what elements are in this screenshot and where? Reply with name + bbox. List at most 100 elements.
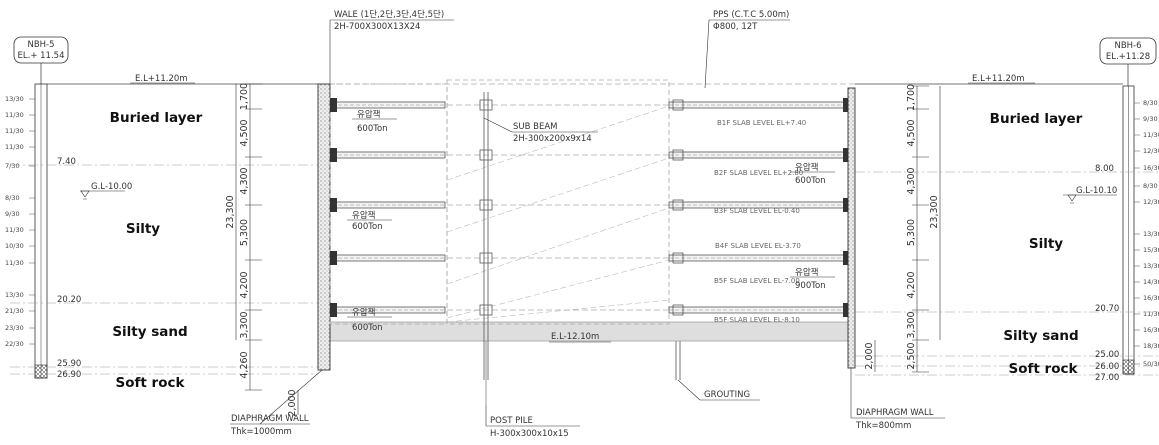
excavation-level-label: E.L-12.10m — [551, 332, 599, 342]
spt-left-value: 10/30 — [5, 242, 24, 250]
slab-level-label: B2F SLAB LEVEL EL+2.80 — [714, 169, 803, 177]
spt-left-value: 7/30 — [5, 162, 20, 170]
diaphragm-wall-right — [847, 87, 856, 369]
jack-name: 유압잭 — [357, 109, 380, 120]
post-connection — [479, 149, 493, 161]
wale-block-right — [843, 198, 848, 212]
dim-left-embed: 2,000 — [287, 389, 298, 416]
dim-right-label: 2,500 — [906, 342, 917, 369]
dim-right-label: 4,300 — [906, 167, 917, 194]
dim-left-label: 4,260 — [239, 351, 250, 378]
post-connection — [479, 252, 493, 264]
slab-level-label: B4F SLAB LEVEL EL-3.70 — [715, 242, 801, 250]
depth-left-1: 7.40 — [57, 157, 76, 167]
dimension-lines: 1,700 4,500 4,300 5,300 4,200 3,300 4,260 23,30… — [225, 83, 941, 417]
soil-right-silty-sand: Silty sand — [1003, 328, 1078, 344]
soil-left-buried-layer: Buried layer — [110, 110, 203, 126]
post-connection — [672, 149, 684, 161]
spt-right-value: 16/30 — [1143, 294, 1159, 302]
depth-right-1: 8.00 — [1095, 164, 1114, 174]
spt-right-value: 15/30 — [1143, 246, 1159, 254]
callout-diaphragm-wall-right: DIAPHRAGM WALL Thk=800mm — [850, 368, 945, 431]
spt-left-value: 11/30 — [5, 143, 24, 151]
wale-block-left — [330, 98, 337, 112]
post-connection — [479, 99, 493, 111]
post-connection — [479, 304, 493, 316]
dim-right-label: 3,300 — [906, 311, 917, 338]
soil-right-soft-rock: Soft rock — [1009, 361, 1079, 377]
layer-boundaries — [10, 164, 1159, 376]
spt-right-value: 50/30 — [1143, 360, 1159, 368]
wale-struts — [330, 98, 848, 317]
dim-left-label: 4,300 — [239, 167, 250, 194]
ground-level-left: E.L+11.20m — [135, 74, 188, 84]
groundwater-right-label: G.L-10.10 — [1076, 186, 1117, 196]
wale-block-left — [330, 251, 337, 265]
spt-left-value: 22/30 — [5, 340, 24, 348]
spt-left-value: 13/30 — [5, 95, 24, 103]
dim-left-label: 4,500 — [239, 119, 250, 146]
wale-block-left — [330, 198, 337, 212]
slab-level-label: B1F SLAB LEVEL EL+7.40 — [717, 119, 806, 127]
spt-values-right: 8/309/3011/3012/3016/308/3012/3013/3015/… — [1134, 99, 1159, 368]
spt-right-value: 16/30 — [1143, 164, 1159, 172]
wale-block-right — [843, 303, 848, 317]
borehole-left-elevation: EL.+ 11.54 — [18, 51, 65, 61]
wale-block-left — [330, 148, 337, 162]
depth-left-3: 25.90 — [57, 359, 81, 369]
spt-right-value: 12/30 — [1143, 198, 1159, 206]
post-pile — [483, 92, 681, 405]
wale-block-right — [843, 148, 848, 162]
soil-left-silty: Silty — [126, 221, 160, 237]
spt-left-value: 11/30 — [5, 127, 24, 135]
spt-right-value: 14/30 — [1143, 278, 1159, 286]
dim-right-label: 5,300 — [906, 219, 917, 246]
borehole-right: NBH-6 EL.+11.28 — [1099, 37, 1157, 375]
dim-left-total: 23,300 — [225, 195, 236, 228]
callout-post-pile: POST PILE H-300x300x10x15 — [485, 405, 580, 439]
callout-pps: PPS (C.T.C 5.00m) Φ800, 12T — [704, 10, 790, 89]
wale-block-right — [843, 98, 848, 112]
slab-level-label: B5F SLAB LEVEL EL-7.00 — [714, 277, 800, 285]
slab-level-label: B5F SLAB LEVEL EL-8.10 — [714, 316, 800, 324]
post-pile-spec: H-300x300x10x15 — [490, 429, 569, 439]
jack-labels: 유압잭600Ton유압잭600Ton유압잭600Ton유압잭600Ton유압잭9… — [347, 109, 835, 333]
spt-left-value: 8/30 — [5, 194, 20, 202]
spt-values-left: 13/3011/3011/3011/307/308/309/3011/3010/… — [5, 95, 35, 348]
spt-right-value: 9/30 — [1143, 115, 1158, 123]
jack-name: 유압잭 — [352, 210, 375, 221]
borehole-right-name: NBH-6 — [1114, 41, 1141, 51]
jack-name: 유압잭 — [795, 162, 818, 173]
soil-left-silty-sand: Silty sand — [112, 324, 187, 340]
post-connection — [672, 99, 684, 111]
callout-sub-beam: SUB BEAM 2H-300x200x9x14 — [483, 117, 598, 144]
dim-left-label: 4,200 — [239, 271, 250, 298]
diaphragm-wall-left — [317, 83, 331, 371]
groundwater-right: G.L-10.10 — [1063, 186, 1117, 204]
spt-right-value: 11/30 — [1143, 131, 1159, 139]
spt-left-value: 23/30 — [5, 324, 24, 332]
dim-left-label: 1,700 — [239, 83, 250, 110]
sub-beam-title: SUB BEAM — [513, 122, 558, 132]
dim-right-embed: 2,000 — [864, 342, 875, 369]
dim-right-label: 4,200 — [906, 271, 917, 298]
jack-load: 900Ton — [795, 281, 826, 291]
pps-strut-line — [446, 207, 670, 285]
spt-left-value: 11/30 — [5, 111, 24, 119]
spt-right-value: 11/30 — [1143, 310, 1159, 318]
groundwater-left: G.L-10.00 — [80, 182, 132, 200]
pps-spec: Φ800, 12T — [713, 22, 758, 32]
spt-left-value: 11/30 — [5, 259, 24, 267]
spt-right-value: 8/30 — [1143, 99, 1158, 107]
ground-level-right: E.L+11.20m — [972, 74, 1025, 84]
borehole-left: NBH-5 EL.+ 11.54 — [13, 36, 69, 379]
wale-block-right — [843, 251, 848, 265]
post-pile-title: POST PILE — [490, 416, 533, 426]
spt-right-value: 13/30 — [1143, 230, 1159, 238]
pps-strut-line — [446, 157, 670, 233]
pps-title: PPS (C.T.C 5.00m) — [713, 10, 789, 20]
post-connection — [479, 199, 493, 211]
wale-block-left — [330, 303, 337, 317]
slab-level-label: B3F SLAB LEVEL EL-0.40 — [714, 207, 800, 215]
